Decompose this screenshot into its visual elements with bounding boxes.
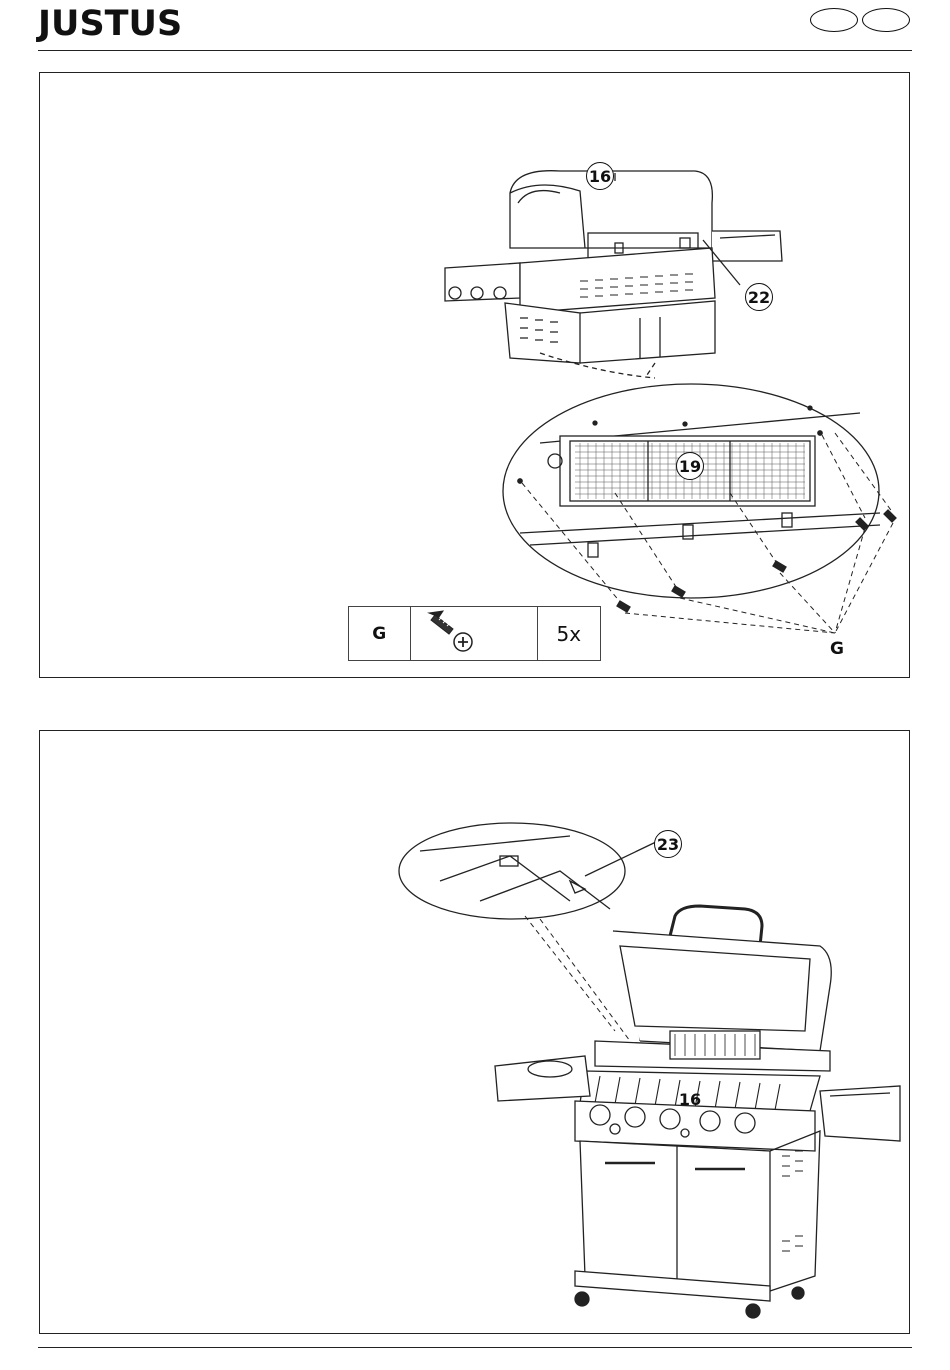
header-rule (38, 50, 912, 51)
step-panel-2: 23 16 (39, 730, 910, 1334)
callout-part-23: 23 (654, 830, 682, 858)
callout-part-19: 19 (676, 452, 704, 480)
screw-label: G (830, 639, 844, 659)
callout-part-16: 16 (586, 162, 614, 190)
hardware-letter: G (349, 607, 411, 660)
language-pill-icon (810, 8, 858, 32)
step-panel-1: 16 22 19 G G 5x (39, 72, 910, 678)
phillips-screw-icon (411, 607, 538, 660)
callout-part-22: 22 (745, 283, 773, 311)
callout-part-16: 16 (676, 1085, 704, 1113)
language-pill-icon (862, 8, 910, 32)
language-indicator (810, 8, 912, 32)
brand-logo: JUSTUS (38, 4, 182, 44)
hardware-quantity: 5x (538, 607, 601, 660)
footer-rule (38, 1347, 912, 1348)
hardware-table: G 5x (348, 606, 601, 661)
assembly-illustration-rear-burner (40, 73, 911, 679)
assembly-illustration-grill-complete (40, 731, 911, 1335)
